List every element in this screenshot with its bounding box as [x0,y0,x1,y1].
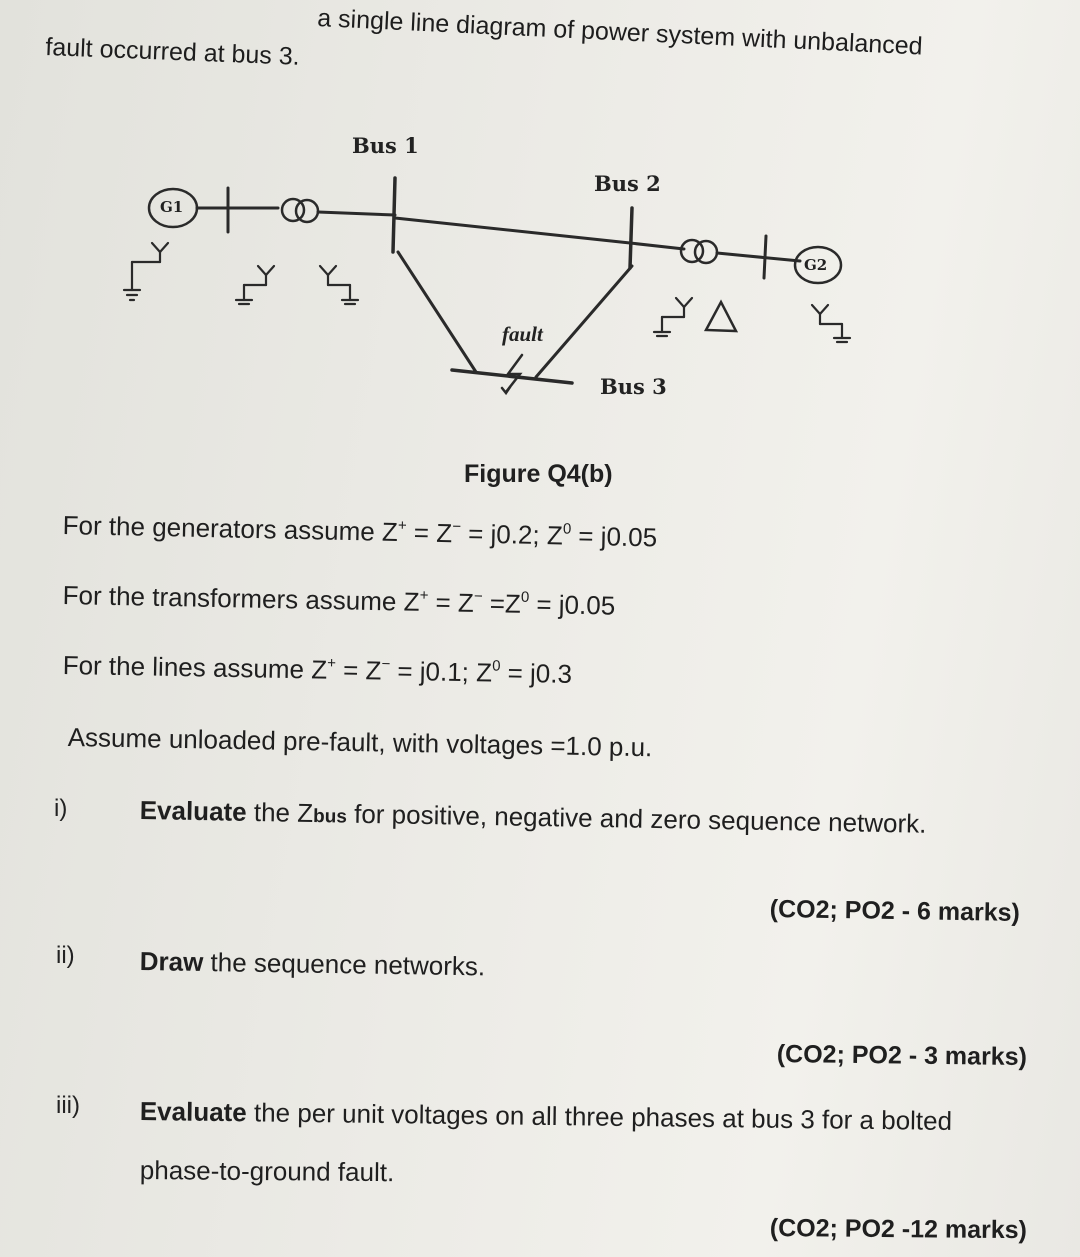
question-3-number: iii) [56,1092,80,1119]
generator-g2-symbol [793,245,843,285]
single-line-diagram [122,176,852,396]
g1-grounded-wye-icon [122,241,170,302]
generator-g2-label: G2 [804,256,828,274]
question-1-marks: (CO2; PO2 - 6 marks) [769,895,1021,927]
g2-grounded-wye-icon [810,303,852,344]
question-3-text-line-2: phase-to-ground fault. [139,1155,395,1188]
question-2-marks: (CO2; PO2 - 3 marks) [776,1040,1028,1072]
transformer-t1-coil-a [280,197,306,223]
t2-to-g2 [715,251,802,263]
line-assumption: For the lines assume Z+ = Z− = j0.1; Z0 … [62,650,573,689]
generator-assumption: For the generators assume Z+ = Z− = j0.2… [62,510,658,553]
t1-to-bus1 [316,210,397,217]
line-bus1-bus2 [393,216,632,245]
transformer-t2-coil-b [693,239,719,265]
line-bus1-bus3 [396,250,478,374]
bus-3-label: Bus 3 [600,374,667,399]
question-2-text: Draw the sequence networks. [139,946,486,982]
line-bus2-bus3 [534,264,634,379]
transformer-assumption: For the transformers assume Z+ = Z− =Z0 … [62,580,616,621]
bus-1-bar [391,176,397,254]
question-2-number: ii) [56,942,75,969]
t2-primary-wye-icon [652,296,694,338]
transformer-t2-coil-a [679,238,705,264]
generator-g1-label: G1 [160,198,184,216]
fault-label: fault [502,322,543,346]
question-3-text-line-1: Evaluate the per unit voltages on all th… [139,1096,953,1136]
g2-breaker [762,234,768,280]
bus-1-label: Bus 1 [352,133,419,158]
fault-arrow-icon [504,353,524,394]
t1-secondary-wye-icon [318,264,360,306]
t2-delta-icon [703,299,739,333]
bus-2-bar [628,206,634,270]
prefault-assumption: Assume unloaded pre-fault, with voltages… [67,722,653,763]
question-3-marks: (CO2; PO2 -12 marks) [769,1214,1028,1245]
figure-caption: Figure Q4(b) [464,460,613,488]
bus-3-bar [450,368,574,385]
transformer-t1-coil-b [294,198,320,224]
bus-2-label: Bus 2 [594,171,661,196]
question-1-text: Evaluate the Zbus for positive, negative… [139,795,927,839]
question-1-number: i) [54,795,68,822]
t1-primary-wye-icon [234,264,276,306]
bus2-to-t2 [628,241,686,251]
